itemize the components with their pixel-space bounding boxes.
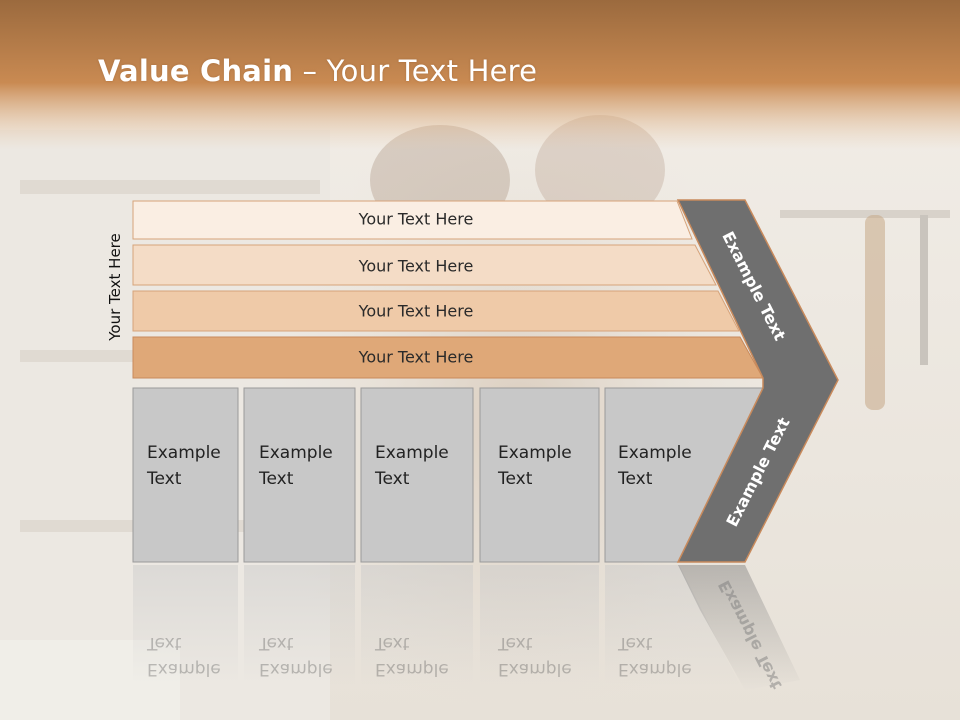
box-1	[132, 387, 239, 563]
bar-2-label: Your Text Here	[358, 256, 474, 276]
box-3	[360, 387, 474, 563]
box-4	[479, 387, 600, 563]
title-rest: – Your Text Here	[302, 54, 538, 88]
chevron-arrow	[676, 199, 839, 563]
bar-2	[132, 244, 717, 286]
box-2	[243, 387, 356, 563]
bar-3	[132, 290, 740, 332]
slide-title: Value Chain – Your Text Here	[98, 54, 537, 88]
reflection	[133, 565, 800, 690]
bar-1	[132, 200, 693, 240]
bar-3-label: Your Text Here	[358, 301, 474, 321]
bar-1-label: Your Text Here	[358, 209, 474, 229]
bar-4-label: Your Text Here	[358, 347, 474, 367]
title-bold: Value Chain	[98, 54, 294, 88]
side-axis-label: Your Text Here	[106, 233, 124, 341]
